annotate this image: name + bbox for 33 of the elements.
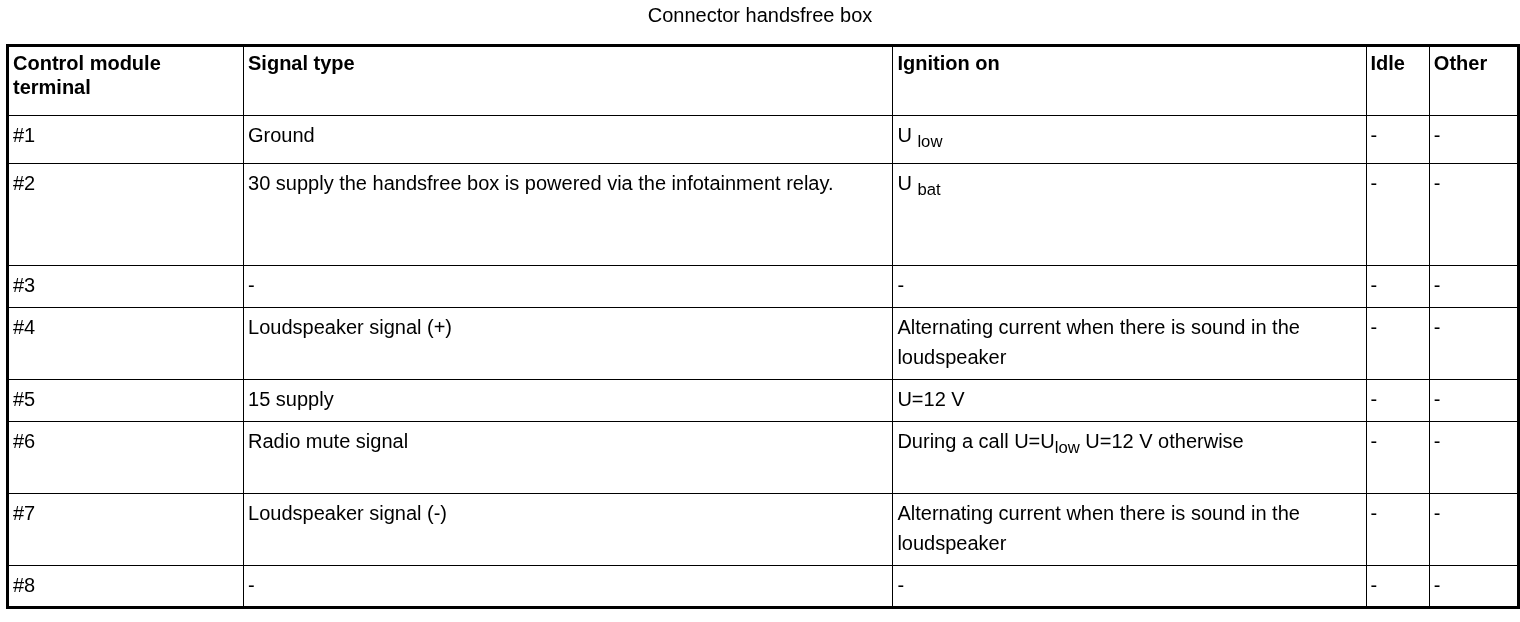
table-entry: -	[1366, 265, 1430, 308]
table-entry: 30 supply the handsfree box is powered via the infotainment relay.	[243, 163, 893, 266]
table-entry: U $_{bat}$	[892, 163, 1366, 266]
table-entry: 15 supply	[243, 379, 893, 422]
table-entry: #5	[7, 379, 244, 422]
table-entry: -	[1366, 163, 1430, 266]
table-entry: -	[892, 265, 1366, 308]
table-entry: #7	[7, 493, 244, 566]
table-entry: -	[1366, 307, 1430, 380]
column-header: Control module terminal	[7, 45, 244, 116]
table-entry: #6	[7, 421, 244, 494]
table-entry: Loudspeaker signal (-)	[243, 493, 893, 566]
table-entry: Alternating current when there is sound in the loudspeaker	[892, 493, 1366, 566]
table-entry: U=12 V	[892, 379, 1366, 422]
table-entry: #3	[7, 265, 244, 308]
table-entry: -	[1366, 115, 1430, 164]
table-title: Connector handsfree box	[646, 4, 874, 27]
table-entry: Alternating current when there is sound in the loudspeaker	[892, 307, 1366, 380]
column-header: Idle	[1366, 45, 1430, 116]
table-entry: -	[1366, 379, 1430, 422]
column-header: Signal type	[243, 45, 893, 116]
table-entry: #4	[7, 307, 244, 380]
table-entry: -	[1366, 421, 1430, 494]
table-entry: Radio mute signal	[243, 421, 893, 494]
table-entry: Ground	[243, 115, 893, 164]
column-header: Ignition on	[892, 45, 1366, 116]
table-entry: #2	[7, 163, 244, 266]
table-entry: During a call U=U$_{low}$ U=12 V otherwise	[892, 421, 1366, 494]
table-entry: Loudspeaker signal (+)	[243, 307, 893, 380]
table-entry: -	[243, 265, 893, 308]
table-entry: -	[1366, 493, 1430, 566]
table-entry: #1	[7, 115, 244, 164]
table-entry: U $_{low}$	[892, 115, 1366, 164]
